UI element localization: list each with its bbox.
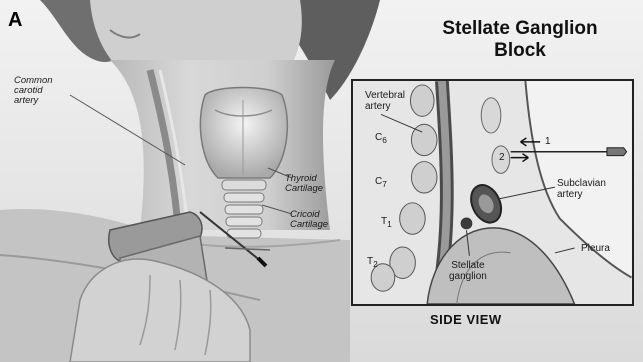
label-thyroid-cartilage: Thyroid Cartilage (285, 174, 323, 194)
label-c6: C6 (375, 133, 387, 145)
label-t2-sub: 2 (373, 259, 378, 269)
label-common-carotid-artery: Common carotid artery (14, 76, 53, 106)
label-thyroid-line2: Cartilage (285, 184, 323, 194)
label-stellate-line2: ganglion (449, 272, 487, 283)
label-c7: C7 (375, 177, 387, 189)
label-stellate-line1: Stellate (449, 261, 487, 272)
label-arrow-1: 1 (545, 137, 551, 148)
label-vertebral-artery: Vertebral artery (365, 91, 405, 112)
label-arrow-2: 2 (499, 153, 505, 164)
label-subclavian-line1: Subclavian (557, 179, 606, 190)
label-t1-sub: 1 (387, 219, 392, 229)
panel-letter: A (8, 10, 22, 31)
label-subclavian-artery: Subclavian artery (557, 179, 606, 200)
side-view-caption: SIDE VIEW (430, 313, 502, 327)
label-vertebral-line1: Vertebral (365, 91, 405, 102)
side-view-inset: Vertebral artery C6 C7 T1 T2 1 2 Subclav… (351, 79, 634, 306)
label-common-carotid-line3: artery (14, 96, 53, 106)
label-vertebral-line2: artery (365, 102, 405, 113)
label-pleura: Pleura (581, 244, 610, 255)
label-c7-sub: 7 (382, 179, 387, 189)
label-t1: T1 (381, 217, 392, 229)
label-t2: T2 (367, 257, 378, 269)
label-cricoid-cartilage: Cricoid Cartilage (290, 210, 328, 230)
figure-title: Stellate Ganglion Block (415, 18, 625, 62)
label-stellate-ganglion: Stellate ganglion (449, 261, 487, 282)
label-c6-sub: 6 (382, 135, 387, 145)
label-cricoid-line2: Cartilage (290, 220, 328, 230)
label-subclavian-line2: artery (557, 190, 606, 201)
title-line-1: Stellate Ganglion (415, 18, 625, 40)
title-line-2: Block (415, 40, 625, 62)
